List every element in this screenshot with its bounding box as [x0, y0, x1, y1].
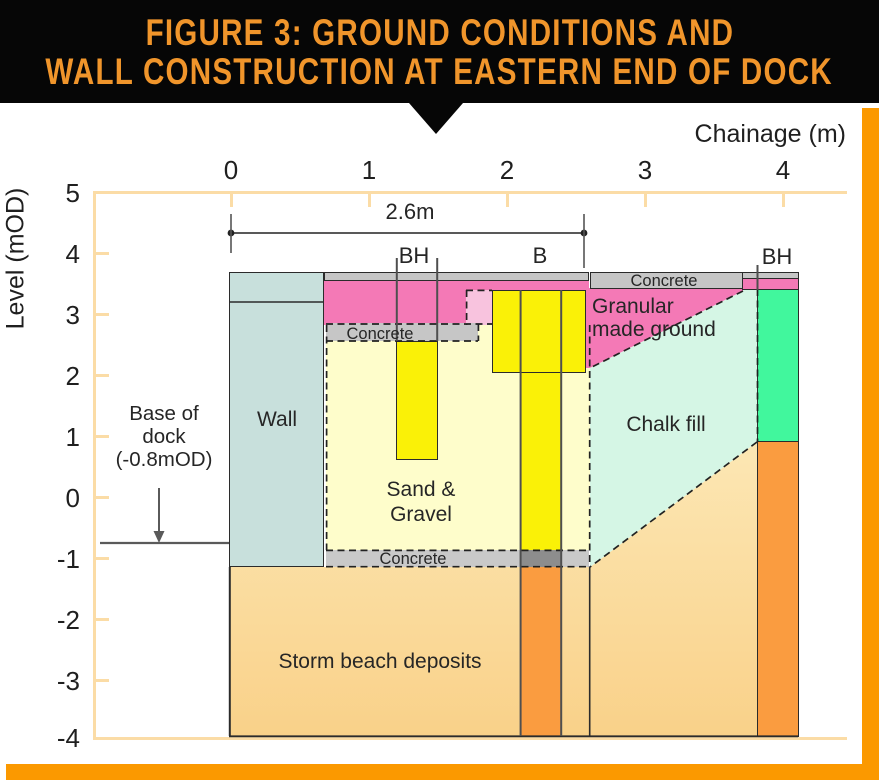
title-banner: FIGURE 3: GROUND CONDITIONS AND WALL CON… — [0, 0, 879, 103]
right-accent-strip — [862, 108, 879, 780]
borehole-bh-yellow-column — [396, 341, 438, 460]
bottom-accent-bar — [6, 764, 879, 780]
concrete-lower-label: Concrete — [379, 550, 447, 568]
sand-gravel-notch — [478, 325, 492, 342]
level-label-neg1: -1 — [56, 544, 80, 574]
bh-right-green-column — [757, 289, 799, 442]
borehole-b-orange-column — [521, 567, 561, 737]
level-label-5: 5 — [65, 178, 80, 208]
light-pink-patch — [466, 290, 492, 325]
chainage-label-3: 3 — [637, 155, 653, 185]
level-tick-0 — [96, 495, 109, 499]
level-label-2: 2 — [65, 361, 80, 391]
chainage-tick-4 — [781, 194, 785, 207]
top-axis-line — [93, 191, 847, 194]
chainage-label-4: 4 — [775, 155, 791, 185]
base-of-dock-line2: dock — [142, 425, 186, 448]
level-tick-4 — [96, 251, 109, 255]
chainage-label-1: 1 — [361, 155, 377, 185]
level-label-neg3: -3 — [56, 666, 80, 696]
chainage-tick-3 — [643, 194, 647, 207]
chalk-fill-label: Chalk fill — [626, 413, 706, 436]
chainage-tick-2 — [505, 194, 509, 207]
level-tick-neg2 — [96, 617, 109, 621]
level-label-1: 1 — [65, 422, 80, 452]
bottom-axis-line — [93, 737, 847, 740]
level-label-0: 0 — [65, 483, 80, 513]
chainage-label-2: 2 — [499, 155, 515, 185]
bh-right-orange-column — [757, 441, 799, 737]
dimension-label: 2.6m — [385, 199, 435, 224]
concrete-inner-strip — [326, 323, 478, 341]
left-axis-line — [93, 191, 96, 740]
level-label-3: 3 — [65, 300, 80, 330]
granular-label-line2: made ground — [592, 318, 716, 341]
level-label-neg4: -4 — [56, 723, 80, 753]
wall-block — [229, 272, 324, 567]
level-tick-neg1 — [96, 556, 109, 560]
figure-title-line1: FIGURE 3: GROUND CONDITIONS AND — [145, 11, 734, 53]
base-of-dock-line3: (-0.8mOD) — [115, 448, 213, 471]
pink-upper-band — [324, 279, 589, 290]
granular-label-line1: Granular — [592, 295, 674, 318]
pink-upper-band-left — [324, 290, 466, 325]
base-of-dock-arrow-head — [153, 531, 165, 543]
level-tick-neg3 — [96, 678, 109, 682]
level-tick-3 — [96, 312, 109, 316]
borehole-b-yellow-column — [521, 373, 561, 550]
dimension-dot-right — [580, 229, 588, 237]
wall-label: Wall — [256, 408, 298, 431]
concrete-top-label: Concrete — [630, 272, 698, 290]
borehole-bh-left-label: BH — [398, 243, 430, 268]
chainage-label-0: 0 — [223, 155, 239, 185]
level-tick-2 — [96, 373, 109, 377]
concrete-capping-strip — [324, 271, 589, 281]
sand-gravel-label: Sand & Gravel — [351, 477, 491, 527]
base-of-dock-line1: Base of — [129, 402, 199, 425]
yellow-block — [492, 290, 586, 373]
level-tick-1 — [96, 434, 109, 438]
concrete-lower-strip-dark — [521, 550, 561, 567]
base-of-dock-label: Base of dock (-0.8mOD) — [95, 402, 233, 471]
chainage-tick-1 — [367, 194, 371, 207]
chainage-axis-title: Chainage (m) — [694, 120, 846, 148]
granular-made-ground-label: Granular made ground — [592, 295, 716, 341]
banner-pointer-triangle — [409, 103, 463, 134]
storm-beach-label: Storm beach deposits — [278, 650, 482, 673]
sand-gravel-line2: Gravel — [390, 503, 452, 526]
sand-gravel-line1: Sand & — [386, 478, 456, 501]
concrete-inner-label: Concrete — [346, 325, 414, 343]
chainage-tick-0 — [229, 194, 233, 207]
level-label-neg2: -2 — [56, 605, 80, 635]
borehole-bh-right-label: BH — [761, 244, 793, 269]
figure-title-line2: WALL CONSTRUCTION AT EASTERN END OF DOCK — [45, 50, 834, 92]
level-label-4: 4 — [65, 239, 80, 269]
dimension-dot-left — [227, 229, 235, 237]
borehole-b-label: B — [532, 243, 548, 268]
level-axis-title: Level (mOD) — [1, 187, 30, 330]
